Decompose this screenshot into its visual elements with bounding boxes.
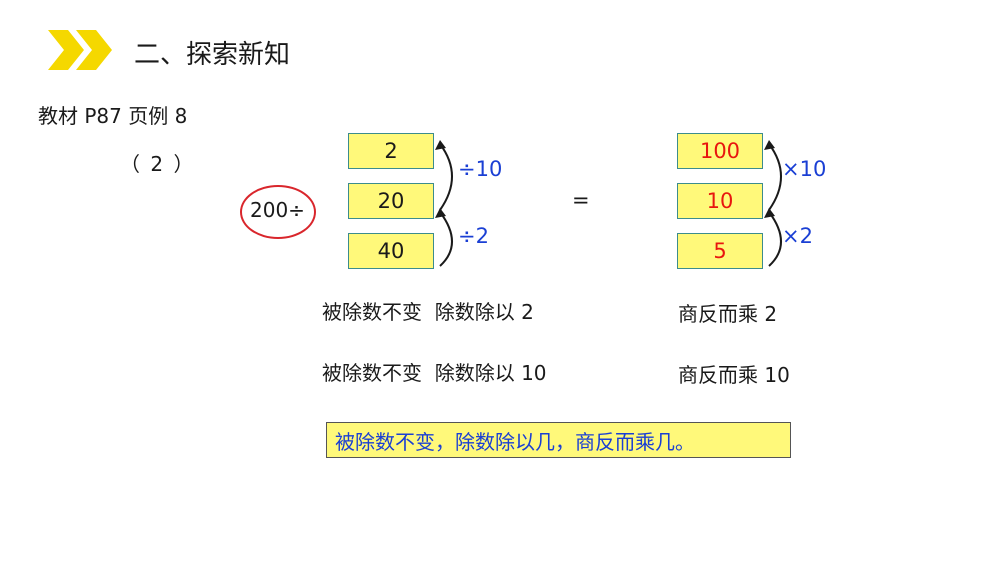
right-arc-lower [768,211,782,267]
left-arc-lower [439,211,453,267]
section-title: 二、探索新知 [134,40,291,70]
textbook-reference: 教材 P87 页例 8 [38,104,188,128]
left-arrowhead-lower [435,208,446,218]
dividend-label: 200÷ [250,198,305,222]
divisor-box-1: 2 [348,133,434,169]
right-arrowhead-upper [764,140,775,150]
divisor-box-2: 20 [348,183,434,219]
conclusion-box: 被除数不变，除数除以几，商反而乘几。 [326,422,791,458]
left-op-upper: ÷10 [458,157,503,181]
quotient-box-1: 100 [677,133,763,169]
right-op-upper: ×10 [782,157,827,181]
left-op-lower: ÷2 [458,224,489,248]
dividend-circle [240,185,316,239]
right-arrowhead-lower [764,208,775,218]
left-arcs [435,140,453,267]
part-label: （ 2 ） [120,152,196,176]
right-arc-upper [768,143,782,211]
double-chevron-icon [48,30,112,70]
quotient-box-3: 5 [677,233,763,269]
divisor-box-3: 40 [348,233,434,269]
left-arrowhead-upper [435,140,446,150]
rule-left-2: 被除数不变 除数除以 10 [322,361,547,385]
left-arc-upper [439,143,453,211]
rule-right-1: 商反而乘 2 [678,302,778,326]
equals-sign: = [572,188,590,212]
conclusion-text: 被除数不变，除数除以几，商反而乘几。 [335,429,695,454]
rule-right-2: 商反而乘 10 [678,363,790,387]
rule-left-1: 被除数不变 除数除以 2 [322,300,534,324]
quotient-box-2: 10 [677,183,763,219]
right-op-lower: ×2 [782,224,813,248]
right-arcs [764,140,782,267]
